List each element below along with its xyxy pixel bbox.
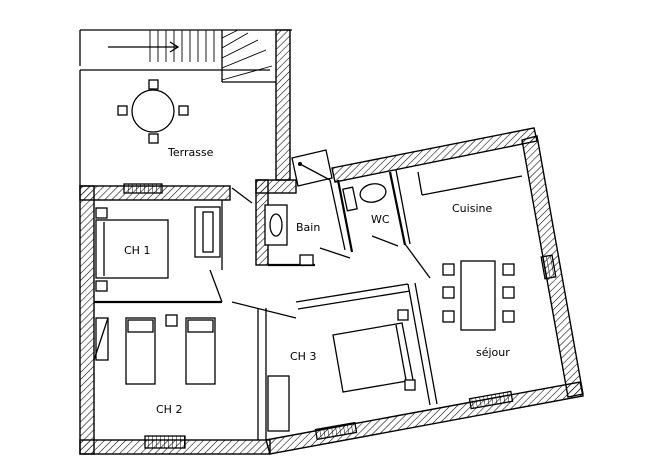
dining-table — [460, 260, 496, 331]
room-label-ch2: CH 2 — [156, 403, 182, 416]
window — [468, 390, 514, 410]
interior-walls — [94, 169, 523, 440]
room-label-terrasse: Terrasse — [167, 146, 214, 159]
wc-fixtures: WC — [342, 183, 390, 226]
room-label-ch3: CH 3 — [290, 350, 316, 363]
wardrobe — [267, 375, 290, 432]
bedroom-3: CH 3 — [267, 309, 416, 432]
window — [540, 254, 557, 280]
nightstand — [95, 280, 108, 292]
chair — [442, 310, 455, 323]
bed — [332, 322, 414, 393]
staircase — [79, 29, 292, 83]
chair — [502, 263, 515, 276]
chair — [442, 263, 455, 276]
nightstand — [404, 379, 416, 391]
nightstand — [95, 207, 108, 219]
room-label-sejour: séjour — [476, 346, 510, 359]
windows — [123, 183, 557, 449]
chair — [117, 105, 128, 116]
terrace: Terrasse — [79, 69, 270, 186]
nightstand — [165, 314, 178, 327]
room-label-ch1: CH 1 — [124, 244, 150, 257]
bedroom-2: CH 2 — [93, 314, 216, 416]
bedroom-1: CH 1 — [95, 207, 169, 292]
room-label-wc: WC — [371, 213, 390, 226]
room-label-bain: Bain — [296, 221, 320, 234]
chair — [502, 310, 515, 323]
round-table — [131, 89, 175, 133]
chair — [148, 79, 159, 90]
window — [123, 183, 163, 194]
bathroom-fixtures: Bain — [264, 149, 333, 266]
window — [144, 435, 186, 449]
chair — [442, 286, 455, 299]
room-label-cuisine: Cuisine — [452, 202, 492, 215]
arrow-right-icon — [108, 41, 180, 53]
window — [314, 421, 358, 441]
chair — [502, 286, 515, 299]
chair — [148, 133, 159, 144]
chair — [178, 105, 189, 116]
living-area: Cuisine séjour — [442, 202, 515, 359]
bed — [95, 219, 169, 279]
nightstand — [397, 309, 409, 321]
